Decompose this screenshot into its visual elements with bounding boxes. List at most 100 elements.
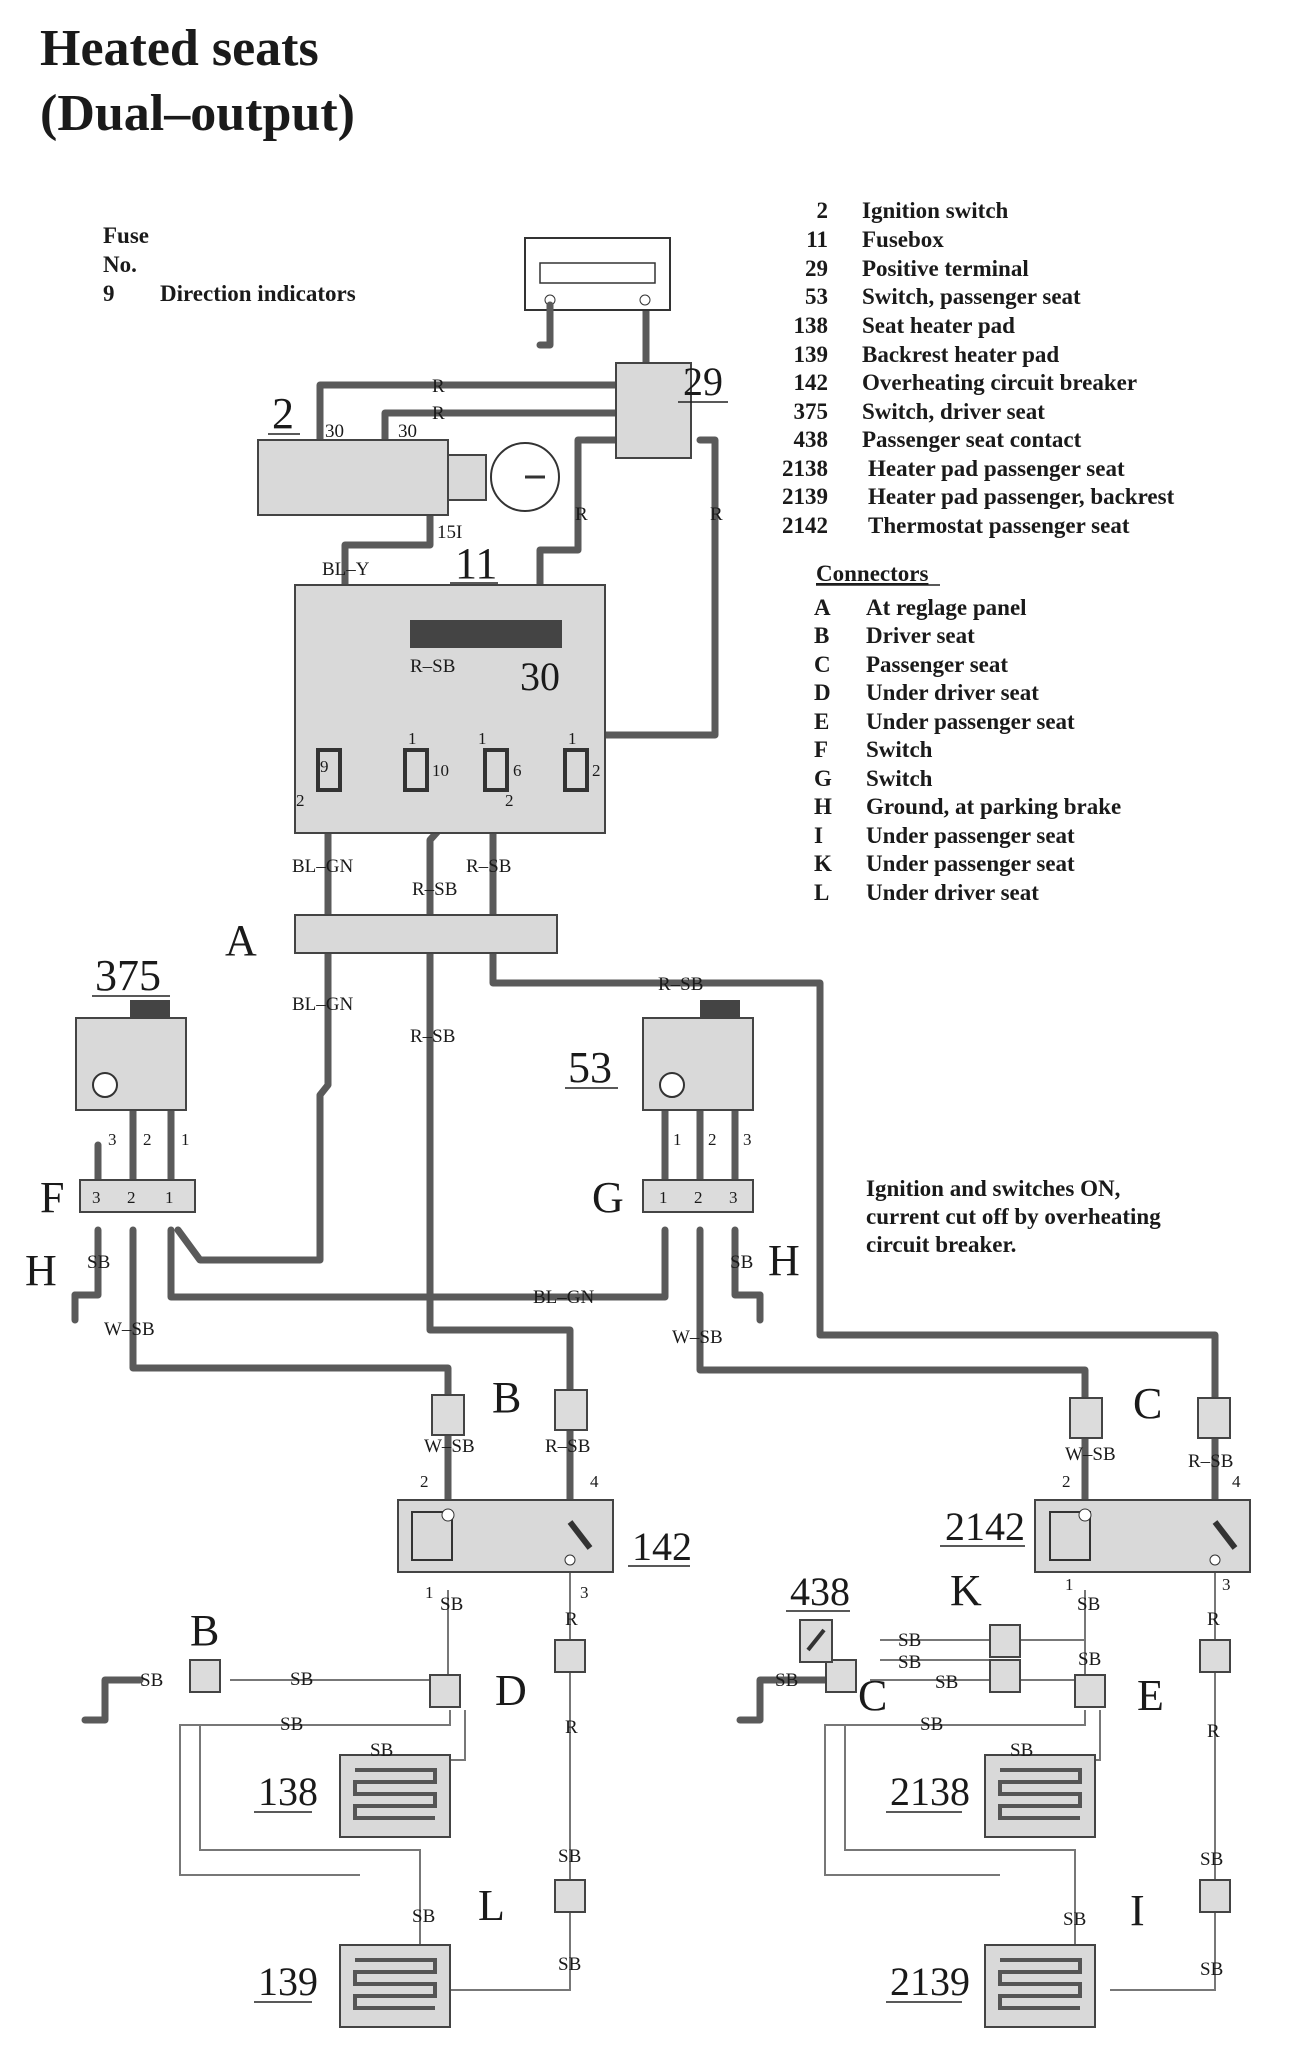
connector-d-1 bbox=[429, 1674, 461, 1708]
wire-label-sb: SB bbox=[898, 1652, 921, 1673]
wire-blgn-f1 bbox=[174, 781, 332, 1264]
wire-label-sb: SB bbox=[440, 1594, 463, 1615]
pin-1: 1 bbox=[425, 1583, 434, 1602]
connector-a bbox=[294, 914, 558, 954]
wire-label-sb: SB bbox=[558, 1846, 581, 1867]
ref-11: 11 bbox=[455, 539, 497, 588]
wire-label-r: R bbox=[710, 504, 723, 525]
switch-375-lamp-icon bbox=[92, 1072, 118, 1098]
wire-label-sb: SB bbox=[140, 1670, 163, 1691]
ground-passenger bbox=[736, 1676, 830, 1724]
ref-139: 139 bbox=[258, 1959, 318, 2004]
pin-1: 1 bbox=[181, 1130, 190, 1149]
wire-label-r: R bbox=[432, 403, 445, 424]
connector-label: Driver seat bbox=[866, 623, 975, 648]
battery bbox=[524, 237, 671, 349]
heater-pad-2139 bbox=[984, 1944, 1096, 2028]
legend-label: Ignition switch bbox=[862, 198, 1009, 223]
fuse-slot-9 bbox=[316, 748, 342, 792]
connector-letter: D bbox=[814, 680, 831, 705]
connector-b-2 bbox=[554, 1389, 588, 1431]
ref-2142: 2142 bbox=[945, 1504, 1025, 1549]
pin-1: 1 bbox=[1065, 1575, 1074, 1594]
wire-label-w-sb: W–SB bbox=[424, 1436, 475, 1457]
connector-b-1 bbox=[431, 1394, 465, 1436]
wire-label-r: R bbox=[1207, 1721, 1220, 1742]
connector-legend: A At reglage panel B Driver seat C Passe… bbox=[814, 595, 1121, 905]
switch-53-rocker bbox=[700, 1000, 740, 1018]
wire-blgn-g1 bbox=[167, 1226, 669, 1301]
ref-2138: 2138 bbox=[890, 1769, 970, 1814]
letter-g: G bbox=[592, 1173, 624, 1222]
wire-label-sb: SB bbox=[920, 1714, 943, 1735]
connector-label: Under driver seat bbox=[866, 880, 1039, 905]
wire-g3-ground bbox=[731, 1226, 764, 1299]
thermostat-2142-bimetal bbox=[1049, 1511, 1091, 1561]
wire-label-r-sb: R–SB bbox=[466, 856, 511, 877]
wire-label-sb: SB bbox=[558, 1954, 581, 1975]
letter-c-upper: C bbox=[1133, 1379, 1162, 1428]
fuse-slots bbox=[316, 748, 589, 792]
note-line-3: circuit breaker. bbox=[866, 1232, 1016, 1257]
connector-label: Ground, at parking brake bbox=[866, 794, 1121, 819]
wire-label-r: R bbox=[565, 1717, 578, 1738]
legend-no: 2142 bbox=[782, 513, 828, 538]
pin-2: 2 bbox=[420, 1472, 429, 1491]
note-line-2: current cut off by overheating bbox=[866, 1204, 1161, 1229]
connector-label: Switch bbox=[866, 737, 933, 762]
ref-53: 53 bbox=[568, 1043, 612, 1092]
connector-letter: K bbox=[814, 851, 832, 876]
letter-e: E bbox=[1137, 1671, 1164, 1720]
connector-letter: I bbox=[814, 823, 823, 848]
connector-d-2 bbox=[554, 1639, 586, 1673]
legend-no: 142 bbox=[794, 370, 829, 395]
breaker-142-pivot bbox=[564, 1554, 576, 1566]
letter-b-lower: B bbox=[190, 1606, 219, 1655]
letter-d: D bbox=[495, 1666, 527, 1715]
connector-i-2 bbox=[1199, 1879, 1231, 1913]
legend-label: Heater pad passenger, backrest bbox=[868, 484, 1175, 509]
wire-label-w-sb: W–SB bbox=[1065, 1444, 1116, 1465]
pin-3: 3 bbox=[580, 1583, 589, 1602]
wire-label-r: R bbox=[575, 504, 588, 525]
legend-no: 2138 bbox=[782, 456, 828, 481]
wire-438-k1 bbox=[880, 1590, 1086, 1641]
pin-1: 1 bbox=[478, 729, 487, 748]
pin-2: 2 bbox=[694, 1188, 703, 1207]
wire-label-r: R bbox=[432, 376, 445, 397]
connector-label: Switch bbox=[866, 766, 933, 791]
wire-label-r-sb: R–SB bbox=[410, 656, 455, 677]
legend-no: 139 bbox=[794, 342, 829, 367]
wire-r-30b bbox=[381, 409, 624, 444]
pin-10: 10 bbox=[432, 761, 449, 780]
letter-h-left: H bbox=[25, 1246, 57, 1295]
connector-e-1 bbox=[1074, 1674, 1106, 1708]
ignition-switch bbox=[257, 439, 560, 516]
wire-label-bl-gn: BL–GN bbox=[292, 994, 354, 1015]
breaker-142-arm bbox=[567, 1520, 593, 1550]
title-line-1: Heated seats bbox=[40, 20, 319, 77]
note-line-1: Ignition and switches ON, bbox=[866, 1176, 1120, 1201]
pin-4: 4 bbox=[590, 1472, 599, 1491]
wire-label-r-sb: R–SB bbox=[1188, 1451, 1233, 1472]
fuse-item-no: 9 bbox=[103, 281, 115, 306]
pin-2: 2 bbox=[143, 1130, 152, 1149]
switch-375 bbox=[75, 1000, 187, 1111]
wire-labels: R R 30 30 15I R R BL–Y R–SB BL–GN R–SB R… bbox=[87, 376, 1233, 1980]
fuse-slot-6 bbox=[483, 748, 509, 792]
pin-2: 2 bbox=[296, 791, 305, 810]
heater-pad-139-element bbox=[353, 1958, 437, 2010]
heater-pad-2138 bbox=[984, 1754, 1096, 1838]
pin-label-15i: 15I bbox=[437, 522, 462, 543]
pin-2: 2 bbox=[505, 791, 514, 810]
legend-label: Seat heater pad bbox=[862, 313, 1015, 338]
switch-53 bbox=[642, 1000, 754, 1111]
wire-label-sb: SB bbox=[280, 1714, 303, 1735]
pin-label-30: 30 bbox=[325, 421, 344, 442]
letter-l: L bbox=[478, 1881, 505, 1930]
breaker-142-contact bbox=[441, 1508, 455, 1522]
legend-no: 53 bbox=[805, 284, 828, 309]
wire-label-sb: SB bbox=[775, 1670, 798, 1691]
wire-r-30a bbox=[316, 381, 624, 444]
wire-label-sb: SB bbox=[730, 1252, 753, 1273]
